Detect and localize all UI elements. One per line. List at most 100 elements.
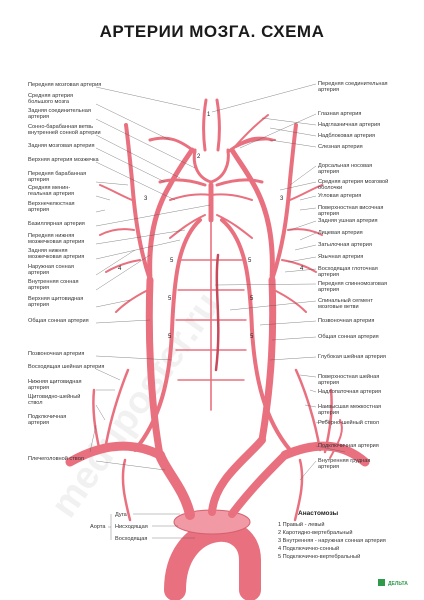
label-leader-line [95,239,181,260]
label-leader-line [95,147,166,183]
label-l15: артерия [28,302,49,308]
circle-of-willis [192,148,230,184]
right-internal-carotid [147,147,195,283]
costocervical-right [329,419,343,459]
legend-item: 1 Правый - левый [278,521,325,528]
label-leader-line [95,249,136,276]
label-l11: Передняя нижняя [28,233,74,239]
anastomosis-number: 3 [280,196,284,202]
label-l20: ствол [28,400,43,406]
left-subclavian [280,441,370,467]
label-l2: большого мозга [28,99,70,105]
anastomosis-number: 5 [170,258,174,264]
left-subclavian-base [228,451,289,518]
label-l14: Внутренняя сонная [28,279,78,285]
label-leader-line [95,355,173,361]
label-r23: Реберно-шейный ствол [318,419,379,426]
label-l2: Средняя артерия [28,93,73,99]
label-leader-line [95,86,201,111]
label-r15: Передняя спинномозговая [318,281,387,287]
label-leader-line [89,424,97,453]
label-l22: Плечеголовной ствол [28,455,84,462]
label-r14: артерия [318,272,339,278]
label-l10: Базиллярная артерия [28,221,85,227]
label-r9: артерия [318,211,339,217]
thyrocervical-right [294,368,333,454]
right-subclavian [65,441,165,467]
right-common-carotid [145,276,164,459]
label-leader-line [95,319,151,324]
legend-item: 4 Подключично-сонный [278,545,339,552]
spinal-segment-dark [214,253,220,372]
label-r12: Затылочная артерия [318,242,372,248]
left-internal-carotid [229,147,275,283]
label-l19: Нижняя щитовидная [28,379,82,385]
label-l12: Задняя нижняя [28,248,68,254]
publisher-name: ДЕЛЬТА [388,581,408,587]
left-external-carotid [270,123,298,282]
anastomosis-number: 3 [144,196,148,202]
label-r25: артерия [318,464,339,470]
legend-item: 5 Подключично-вертебральный [278,553,360,560]
anastomosis-number: 4 [118,266,122,272]
label-l5: Задняя мозговая артерия [28,143,95,149]
label-leader-line [299,374,317,378]
anastomosis-number: 2 [197,154,201,160]
label-leader-line [289,220,317,231]
aorta-label: Аорта [90,524,106,530]
label-leader-line [95,204,211,227]
label-r16: Спинальный сегмент [318,297,373,304]
label-leader-line [95,209,106,213]
left-common-carotid [258,276,277,444]
label-l12: мозжечковая артерия [28,254,84,260]
label-leader-line [95,195,111,201]
label-leader-line [214,283,317,286]
anastomosis-number: 4 [300,266,304,272]
label-l7: артерия [28,177,49,183]
label-leader-line [95,299,131,308]
label-r22: Наивысшая межкостная [318,404,381,410]
aortic-arch [164,519,261,600]
anastomosis-number: 5 [250,296,254,302]
label-l20: Щитовидно-шейный [28,393,80,400]
label-r20: артерия [318,380,339,386]
label-leader-line [95,229,186,245]
label-leader-line [95,460,166,471]
thyrocervical-left [92,368,130,454]
label-r2: Глазная артерия [318,111,361,117]
legend-title: Анастомозы [298,510,339,517]
label-l14: артерия [28,285,49,291]
label-l6: Верхняя артерия мозжечка [28,157,100,163]
label-l13: Наружная сонная [28,264,74,270]
label-leader-line [279,181,317,191]
label-leader-line [211,83,317,113]
label-leader-line [287,256,317,263]
label-leader-line [95,134,181,179]
anastomosis-numbers: 1 2 3 3 4 4 5 5 5 5 5 5 [118,112,304,340]
label-r14: Восходящая глоточная [318,266,378,272]
label-leader-line [315,419,331,424]
label-r7: оболочки [318,185,342,191]
label-r25: Внутренняя грудная [318,458,370,464]
label-l3: артерия [28,114,49,120]
label-r22: артерия [318,410,339,416]
ext-branches-left-side [273,184,323,313]
label-leader-line [271,336,317,341]
label-leader-line [299,195,317,201]
label-r11: Лицевая артерия [318,230,363,236]
publisher-logo-mark [378,579,385,586]
label-r6: артерия [318,169,339,175]
label-r16: мозговые ветви [318,304,359,310]
label-leader-line [299,207,317,211]
label-leader-line [269,139,317,148]
label-l15: Верхняя щитовидная [28,296,83,302]
middle-cerebral-left [148,136,197,154]
label-l8: Средняя менин- [28,185,70,191]
posterior-cerebral-right [215,178,264,187]
label-leader-line [304,404,317,408]
label-leader-line [299,460,317,481]
label-l9: Верхнечелюстная [28,201,75,207]
poster-title: АРТЕРИИ МОЗГА. СХЕМА [99,22,325,41]
